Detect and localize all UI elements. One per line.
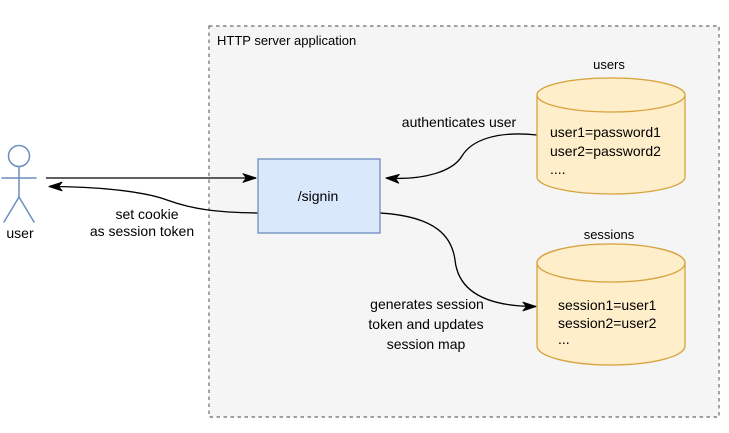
sessions-db: sessions session1=user1 session2=user2 .…	[536, 227, 686, 366]
edge-generates-label-line3: session map	[387, 336, 466, 352]
signin-label: /signin	[298, 188, 338, 204]
users-db-cylinder-top	[536, 77, 686, 113]
sessions-db-title: sessions	[584, 227, 635, 242]
actor-left-leg	[3, 196, 20, 223]
users-db-row: ....	[550, 161, 566, 177]
sessions-db-cylinder-top	[536, 243, 686, 283]
actor-head	[7, 144, 31, 168]
user-actor-label: user	[6, 225, 34, 241]
edge-generates-label-line2: token and updates	[368, 316, 483, 332]
edge-set-cookie-label-line1: set cookie	[115, 206, 178, 222]
signin-node: /signin	[257, 158, 381, 234]
users-db-title: users	[593, 57, 625, 72]
edge-authenticates	[385, 133, 538, 184]
edge-set-cookie	[48, 181, 259, 214]
http-server-container-label: HTTP server application	[217, 33, 356, 48]
edge-set-cookie-label-line2: as session token	[90, 223, 194, 239]
users-db-row: user2=password2	[550, 143, 661, 159]
sessions-db-row: ...	[558, 331, 570, 347]
users-db-row: user1=password1	[550, 124, 661, 140]
users-db: users user1=password1 user2=password2 ..…	[536, 57, 686, 195]
sessions-db-row: session2=user2	[558, 315, 657, 331]
user-actor: user	[1, 144, 37, 241]
edge-generates	[379, 212, 537, 312]
sessions-db-row: session1=user1	[558, 297, 657, 313]
edge-authenticates-label: authenticates user	[402, 114, 517, 130]
actor-right-leg	[18, 196, 35, 223]
edge-generates-label-line1: generates session	[370, 296, 484, 312]
signin-box	[257, 158, 381, 234]
